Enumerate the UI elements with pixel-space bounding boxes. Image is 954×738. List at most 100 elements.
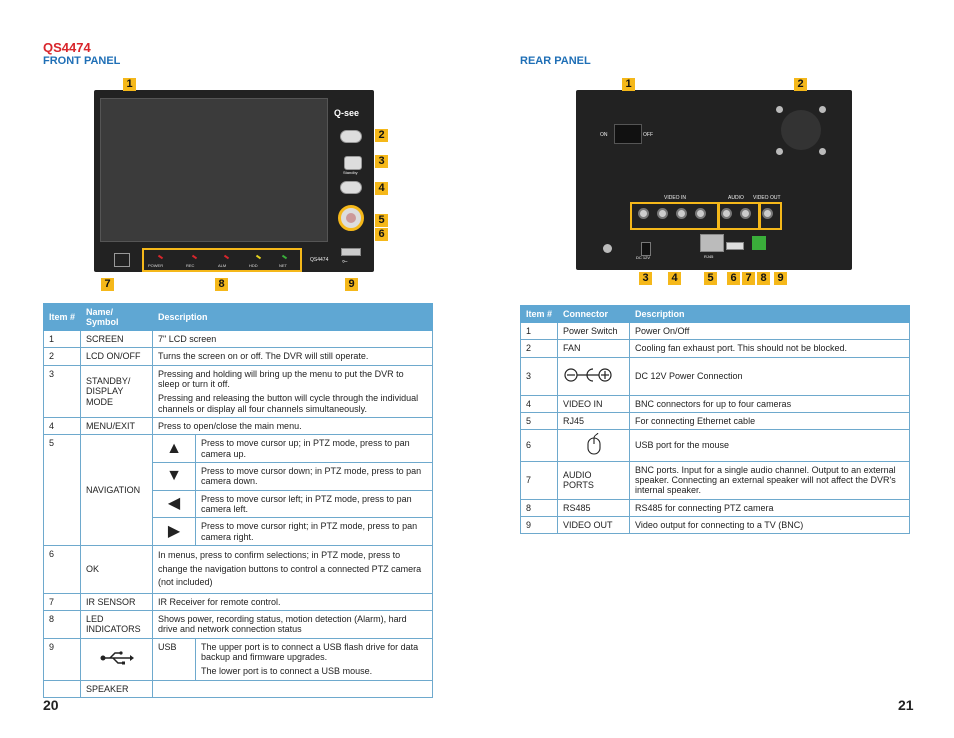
name-cell: LCD ON/OFF xyxy=(80,347,153,366)
desc-cell: Turns the screen on or off. The DVR will… xyxy=(152,347,433,366)
item-cell: 6 xyxy=(520,429,558,462)
video-in-1-port[interactable] xyxy=(638,208,649,219)
item-cell: 2 xyxy=(43,347,81,366)
left-arrow-icon: ◀ xyxy=(152,489,196,519)
on-label: ON xyxy=(600,132,608,138)
item-cell: 7 xyxy=(43,592,81,612)
rs485-terminal[interactable] xyxy=(752,236,766,250)
ok-button[interactable] xyxy=(346,213,356,223)
item-cell: 3 xyxy=(520,356,558,396)
front-panel-table: Item # Name/ Symbol Description 1 SCREEN… xyxy=(43,303,433,699)
dc-power-port[interactable] xyxy=(641,242,651,256)
desc-cell: Video output for connecting to a TV (BNC… xyxy=(629,516,910,535)
table-row: 1 SCREEN 7" LCD screen xyxy=(43,329,433,349)
name-cell: SCREEN xyxy=(80,329,153,349)
table-row: 3 DC 12V Power Connection xyxy=(520,356,910,396)
desc-cell: In menus, press to confirm selections; i… xyxy=(152,545,433,594)
video-out-port[interactable] xyxy=(762,208,773,219)
name-cell: OK xyxy=(80,545,153,594)
page-number-right: 21 xyxy=(898,697,914,713)
desc-cell: IR Receiver for remote control. xyxy=(152,592,433,612)
rear-panel-heading: REAR PANEL xyxy=(520,55,591,67)
callout-6: 6 xyxy=(375,228,388,241)
standby-label: Standby xyxy=(343,170,358,175)
desc-cell: Pressing and holding will bring up the m… xyxy=(152,364,433,419)
fan-screw xyxy=(776,148,783,155)
usb-symbol-icon: ⟜ xyxy=(342,258,348,265)
brand-logo: Q-see xyxy=(334,108,360,118)
item-cell: 3 xyxy=(43,364,81,419)
callout-5: 5 xyxy=(375,214,388,227)
item-cell: 5 xyxy=(520,412,558,431)
video-out-box xyxy=(758,202,782,230)
table-row: 2 LCD ON/OFF Turns the screen on or off.… xyxy=(43,347,433,366)
table-row: ▶ Press to move cursor right; in PTZ mod… xyxy=(44,517,433,547)
mouse-icon xyxy=(557,429,630,462)
table-row: ◀ Press to move cursor left; in PTZ mode… xyxy=(44,489,433,519)
item-cell: 1 xyxy=(520,321,558,341)
ir-sensor xyxy=(114,253,130,267)
rear-callout-9: 9 xyxy=(774,272,787,285)
rj45-label: RJ45 xyxy=(704,254,714,259)
audio-out-port[interactable] xyxy=(740,208,751,219)
table-row: 5 RJ45 For connecting Ethernet cable xyxy=(520,412,910,431)
dc-label: DC 12V xyxy=(636,255,651,260)
table-header-row: Item # Name/ Symbol Description xyxy=(43,303,433,331)
front-panel-image: Q-see Standby POWER REC ALM HDD NET QS44… xyxy=(94,90,374,272)
desc-cell: For connecting Ethernet cable xyxy=(629,412,910,431)
led-label-power: POWER xyxy=(148,263,164,268)
callout-9: 9 xyxy=(345,278,358,291)
video-in-box xyxy=(630,202,720,230)
usb-port[interactable] xyxy=(341,248,361,256)
connector-cell: FAN xyxy=(557,339,630,358)
item-cell: 5 xyxy=(43,434,81,547)
callout-3: 3 xyxy=(375,155,388,168)
item-cell: 2 xyxy=(520,339,558,358)
name-cell: IR SENSOR xyxy=(80,592,153,612)
item-cell: 6 xyxy=(43,545,81,594)
desc-cell xyxy=(152,679,433,699)
table-row: 2 FAN Cooling fan exhaust port. This sho… xyxy=(520,339,910,358)
off-label: OFF xyxy=(643,132,653,138)
rear-callout-8: 8 xyxy=(757,272,770,285)
item-cell xyxy=(43,679,81,699)
desc-cell: 7" LCD screen xyxy=(152,329,433,349)
desc-line: Pressing and holding will bring up the m… xyxy=(158,368,404,390)
desc-cell: RS485 for connecting PTZ camera xyxy=(629,498,910,518)
connector-cell: RS485 xyxy=(557,498,630,518)
video-in-4-port[interactable] xyxy=(695,208,706,219)
audio-in-port[interactable] xyxy=(721,208,732,219)
table-row: 8 LED INDICATORS Shows power, recording … xyxy=(43,610,433,639)
name-cell: LED INDICATORS xyxy=(80,610,153,639)
item-cell: 1 xyxy=(43,329,81,349)
name-cell: NAVIGATION xyxy=(80,434,153,547)
dc-polarity-svg xyxy=(564,368,612,382)
rear-usb-port[interactable] xyxy=(726,242,744,250)
rear-callout-6: 6 xyxy=(727,272,740,285)
right-arrow-icon: ▶ xyxy=(152,517,196,547)
led-label-rec: REC xyxy=(186,263,195,268)
item-cell: 8 xyxy=(43,610,81,639)
header-item: Item # xyxy=(43,303,81,331)
lcd-on-off-button[interactable] xyxy=(340,130,362,143)
rear-panel-table: Item # Connector Description 1 Power Swi… xyxy=(520,305,910,535)
video-in-2-port[interactable] xyxy=(657,208,668,219)
standby-button[interactable] xyxy=(344,156,362,170)
rj45-port[interactable] xyxy=(700,234,724,252)
video-in-3-port[interactable] xyxy=(676,208,687,219)
navigation-dial[interactable] xyxy=(338,205,364,231)
rear-callout-3: 3 xyxy=(639,272,652,285)
table-row: 7 AUDIO PORTS BNC ports. Input for a sin… xyxy=(520,460,910,500)
name-cell: STANDBY/ DISPLAY MODE xyxy=(80,364,153,419)
menu-exit-button[interactable] xyxy=(340,181,362,194)
header-connector: Connector xyxy=(557,305,630,323)
page-number-left: 20 xyxy=(43,697,59,713)
power-switch[interactable] xyxy=(614,124,642,144)
fan-screw xyxy=(776,106,783,113)
item-cell: 7 xyxy=(520,460,558,500)
front-panel-heading: FRONT PANEL xyxy=(43,55,121,67)
video-out-label: VIDEO OUT xyxy=(753,195,781,201)
table-row: 9 USB The upper port is to connect a USB… xyxy=(43,637,433,681)
table-row: 3 STANDBY/ DISPLAY MODE Pressing and hol… xyxy=(43,364,433,419)
desc-line: Pressing and releasing the button will c… xyxy=(158,393,419,414)
